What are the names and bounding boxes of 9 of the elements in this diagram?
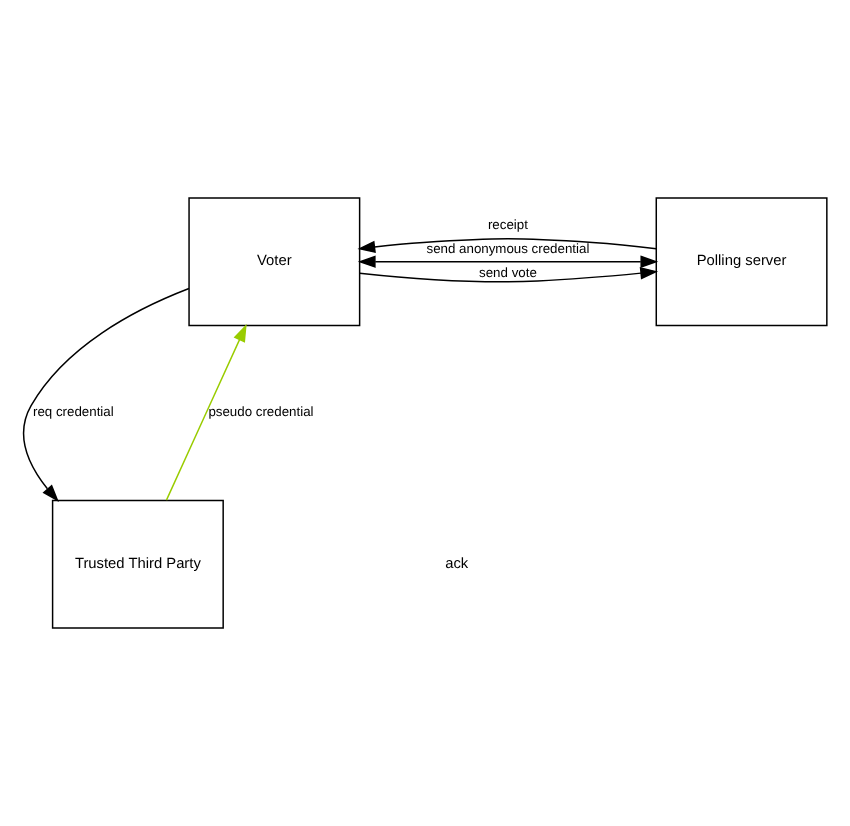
arrow	[357, 255, 659, 268]
node-box: Trusted Third Party	[51, 499, 224, 629]
label: ack	[445, 554, 469, 572]
arrow	[22, 287, 190, 503]
node-box: Polling server	[655, 197, 828, 327]
node-box: Voter	[188, 197, 361, 327]
arrow	[165, 323, 247, 501]
arrow	[358, 266, 659, 283]
arrow	[357, 238, 657, 254]
